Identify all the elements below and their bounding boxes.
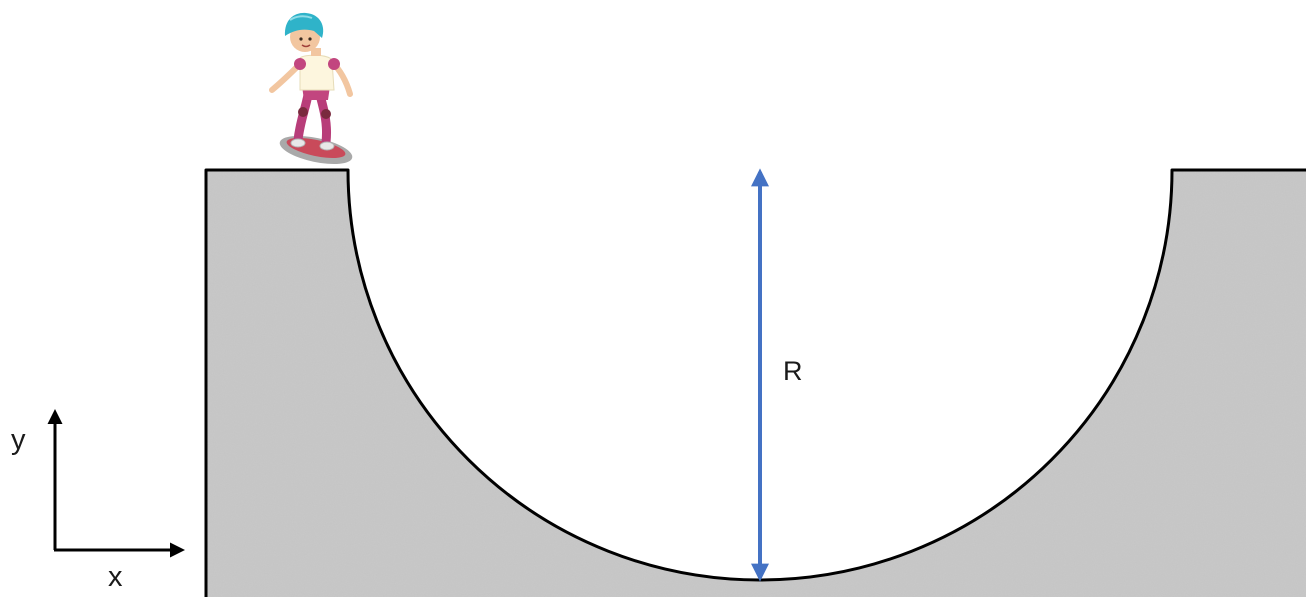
radius-label: R: [783, 356, 803, 386]
y-axis-label: y: [11, 424, 26, 456]
skateboarder-icon: [269, 12, 353, 165]
half-pipe-ramp: [206, 170, 1306, 597]
x-axis-label: x: [108, 561, 123, 593]
